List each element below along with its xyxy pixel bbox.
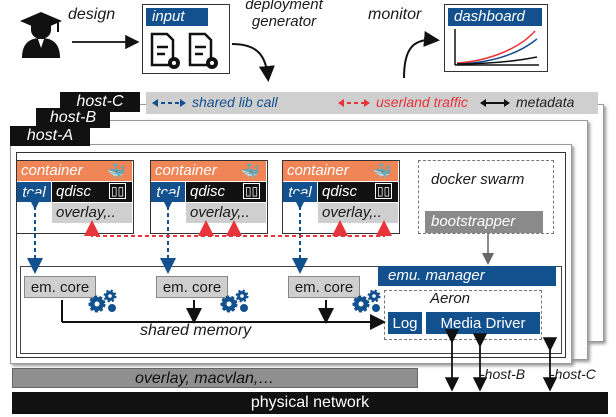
em-core-3: em. core: [288, 276, 360, 298]
host-c-tab: host-C: [60, 92, 140, 112]
user-graduate-icon: [18, 10, 64, 58]
em-core-2: em. core: [156, 276, 228, 298]
design-label: design: [68, 6, 116, 23]
overlay-label: overlay,..: [186, 203, 266, 223]
monitor-label: monitor: [368, 6, 422, 23]
dashboard-title: dashboard: [448, 8, 542, 26]
overlay-macvlan-bar: overlay, macvlan,…: [12, 368, 418, 388]
host-b-tab: host-B: [36, 108, 110, 128]
qdisc-label: qdisc: [186, 182, 266, 202]
shared-memory-label: shared memory: [140, 322, 252, 339]
container-title: container: [17, 161, 132, 181]
physical-network-bar: physical network: [12, 392, 608, 414]
gear-cluster-icon: [88, 288, 120, 314]
overlay-label: overlay,..: [52, 203, 132, 223]
document-gear-icon: [187, 31, 221, 71]
host-c-link-label: -host-C: [550, 366, 596, 382]
line-chart-icon: [451, 27, 541, 69]
container-title: container: [283, 161, 398, 181]
overlay-macvlan-label: overlay, macvlan,…: [135, 370, 275, 387]
host-a-tab: host-A: [10, 126, 90, 146]
container-title: container: [151, 161, 266, 181]
network-port-icon: ▯▯: [109, 183, 127, 199]
deployment-generator-label: deployment generator: [245, 0, 323, 30]
input-panel: input: [142, 4, 230, 74]
host-b-link-label: -host-B: [480, 366, 526, 382]
network-port-icon: ▯▯: [243, 183, 261, 199]
overlay-label: overlay,..: [318, 203, 398, 223]
docker-whale-icon: 🐳: [373, 163, 392, 180]
qdisc-label: qdisc: [318, 182, 398, 202]
input-title: input: [146, 8, 208, 26]
network-port-icon: ▯▯: [375, 183, 393, 199]
gear-cluster-icon: [352, 288, 384, 314]
em-core-1: em. core: [24, 276, 96, 298]
legend-userland: userland traffic: [376, 94, 468, 110]
media-driver-box: Media Driver: [426, 312, 540, 334]
aeron-label: Aeron: [430, 290, 471, 307]
legend-shared-lib: shared lib call: [192, 94, 278, 110]
emu-manager-label: emu. manager: [378, 266, 556, 286]
bootstrapper-box: bootstrapper: [425, 211, 543, 233]
docker-whale-icon: 🐳: [241, 163, 260, 180]
gear-cluster-icon: [220, 288, 252, 314]
docker-swarm-label: docker swarm: [431, 171, 525, 188]
legend-bar: shared lib call userland traffic metadat…: [146, 92, 598, 114]
log-box: Log: [388, 312, 422, 334]
docker-whale-icon: 🐳: [107, 163, 126, 180]
container-3: container 🐳 tcal qdisc ▯▯ overlay,..: [282, 160, 400, 234]
document-gear-icon: [149, 31, 183, 71]
qdisc-label: qdisc: [52, 182, 132, 202]
docker-swarm-box: docker swarm bootstrapper: [418, 160, 554, 234]
legend-metadata: metadata: [516, 94, 575, 110]
dashboard-panel: dashboard: [444, 4, 548, 72]
